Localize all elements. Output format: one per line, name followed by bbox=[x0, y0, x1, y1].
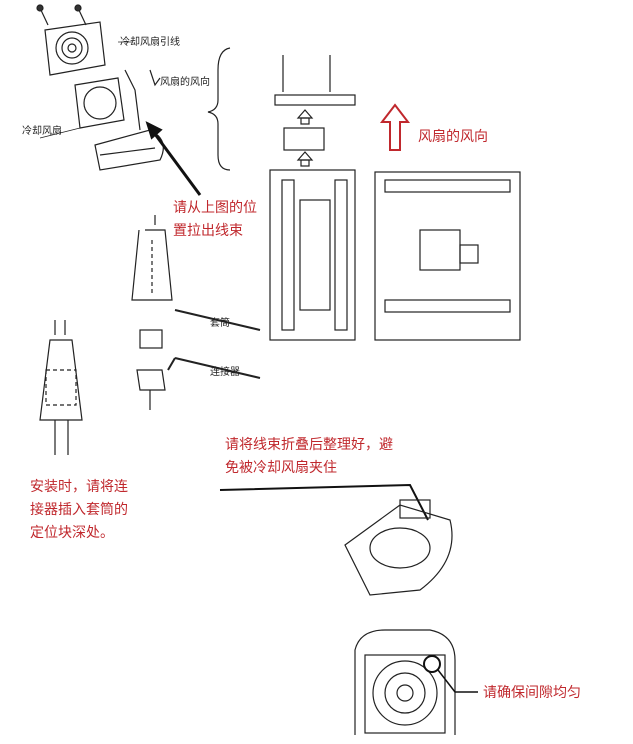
pull-arrow bbox=[145, 121, 202, 196]
fan-bottom-view bbox=[354, 629, 478, 735]
fan-module-3d bbox=[219, 483, 453, 596]
ensure-gap-label: 请确保间隙均匀 bbox=[483, 685, 581, 701]
install-note-line2: 接器插入套筒的 bbox=[30, 502, 128, 518]
sleeve-connector-drawing bbox=[131, 215, 261, 410]
sleeve-label: 套筒 bbox=[210, 318, 230, 329]
fan-lead-label: 冷却风扇引线 bbox=[120, 37, 180, 48]
fan-direction-small-label: 风扇的风向 bbox=[160, 77, 210, 88]
exploded-fan-assembly bbox=[36, 4, 164, 171]
airflow-arrow bbox=[379, 103, 411, 151]
connector-label: 连接器 bbox=[210, 367, 240, 378]
fold-harness-line1: 请将线束折叠后整理好，避 bbox=[225, 437, 393, 453]
cooling-fan-label: 冷却风扇 bbox=[22, 126, 62, 137]
pull-harness-line1: 请从上图的位 bbox=[173, 200, 257, 216]
pull-harness-line2: 置拉出线束 bbox=[173, 223, 243, 239]
drive-front-view bbox=[269, 55, 356, 341]
install-note-line1: 安装时，请将连 bbox=[30, 479, 128, 495]
drive-side-view bbox=[374, 171, 521, 341]
fold-harness-line2: 免被冷却风扇夹住 bbox=[225, 460, 337, 476]
brace bbox=[207, 47, 231, 171]
installed-sleeve-drawing bbox=[39, 320, 83, 455]
fan-direction-label: 风扇的风向 bbox=[418, 129, 488, 145]
install-note-line3: 定位块深处。 bbox=[30, 525, 114, 541]
